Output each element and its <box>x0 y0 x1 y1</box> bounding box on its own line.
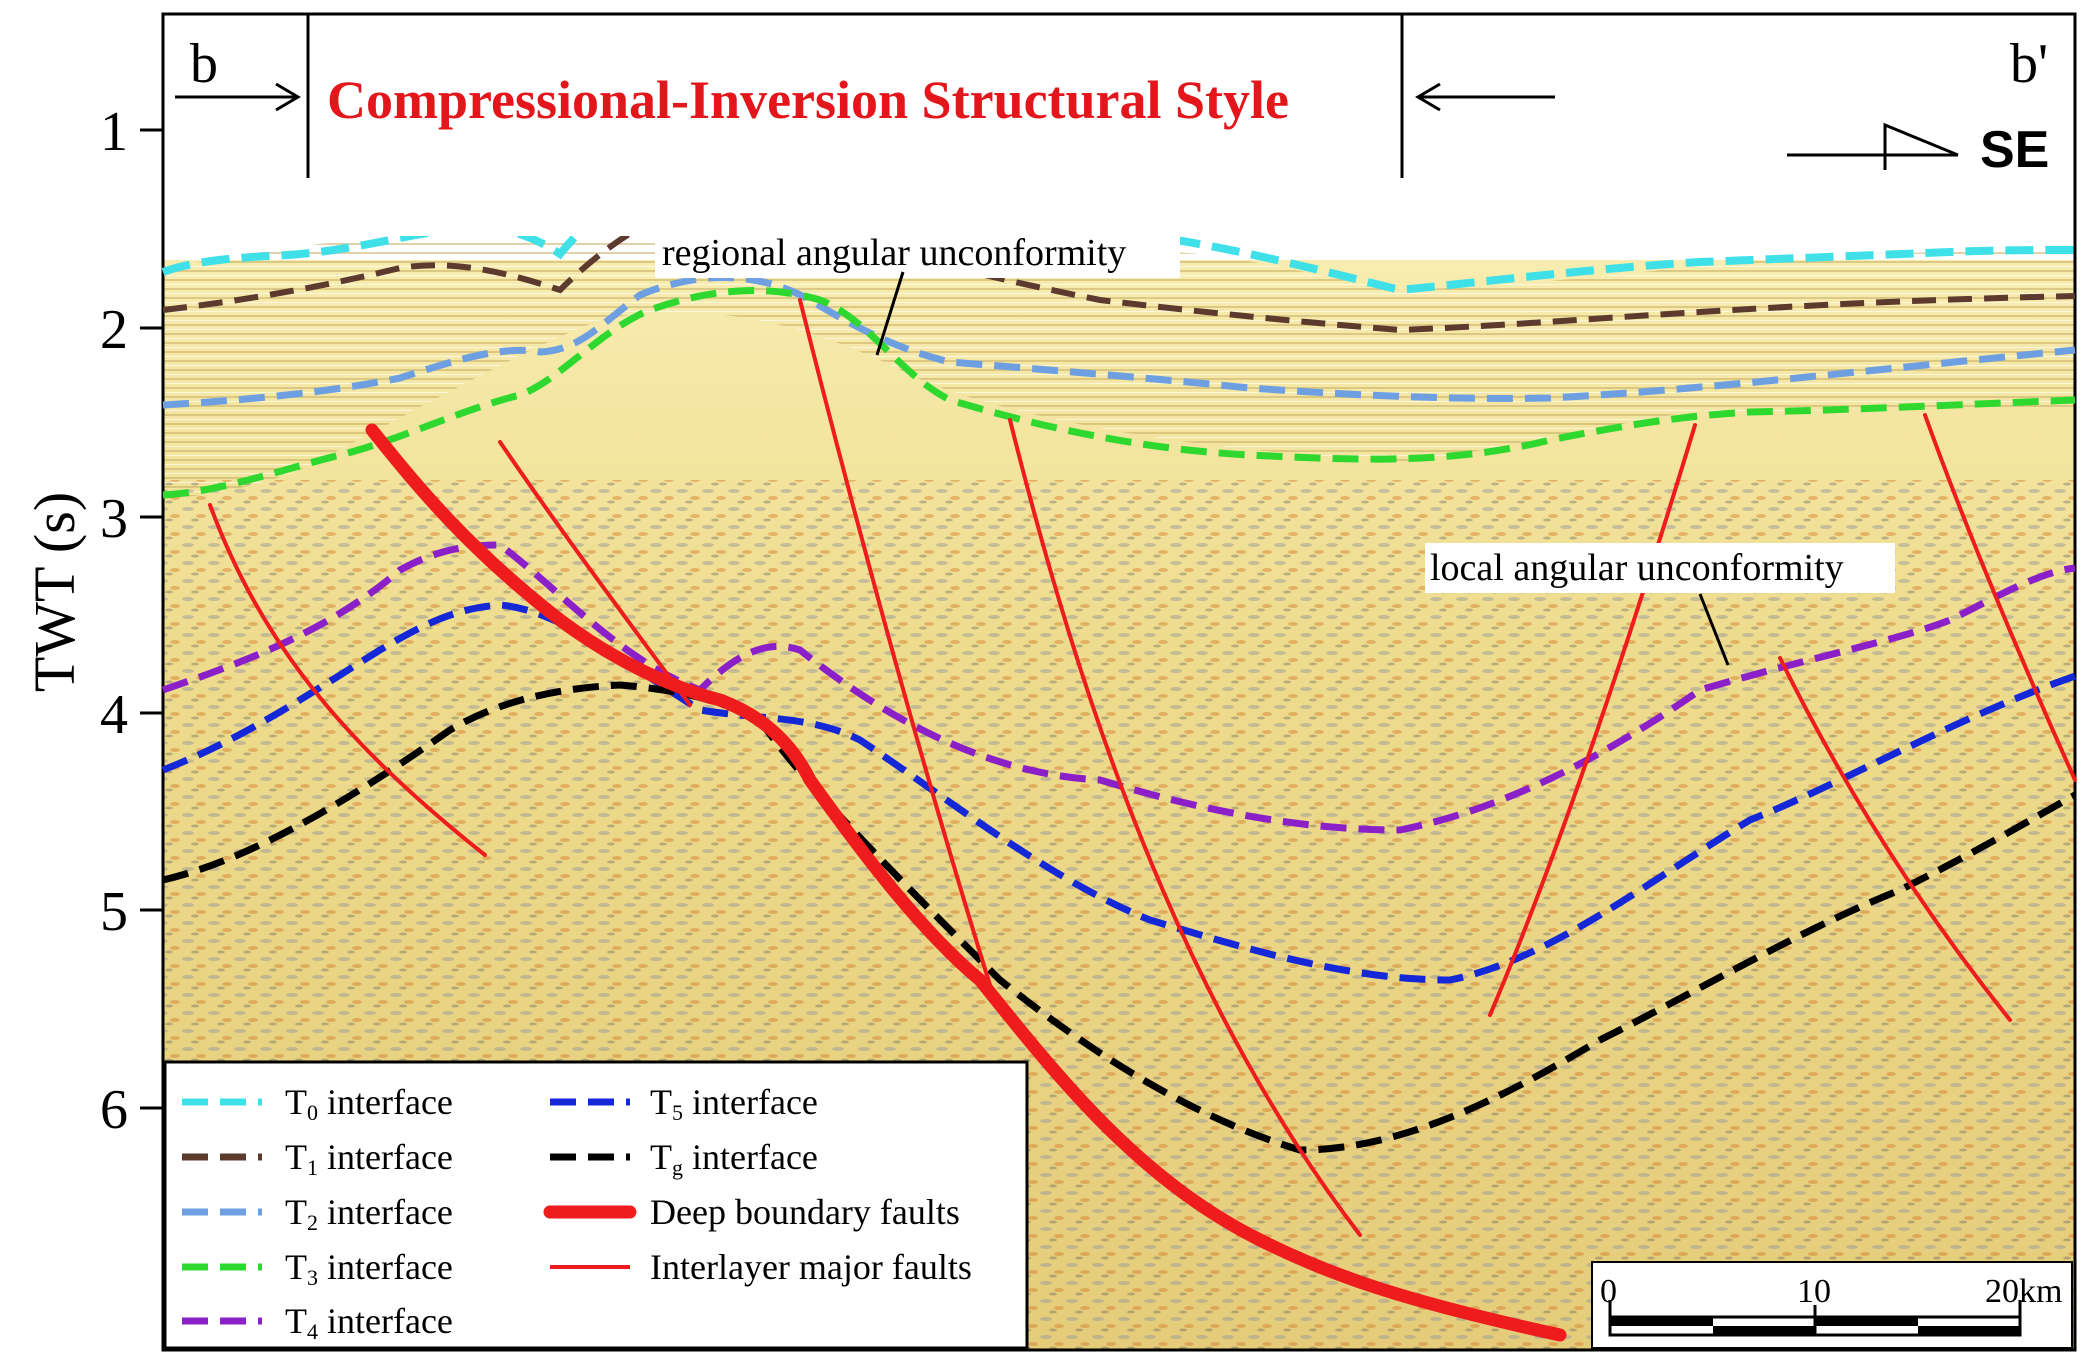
left-arrow-icon <box>1415 82 1555 112</box>
horizon-t5 <box>161 601 2077 984</box>
local-leader-line <box>1698 593 1730 666</box>
legend-label: T3 interface <box>285 1247 453 1290</box>
local-unconformity-label: local angular unconformity <box>1430 547 1844 589</box>
horizon-tg <box>162 681 2077 1154</box>
deep-boundary-fault <box>365 423 1567 1342</box>
y-axis-ticks <box>140 128 163 1110</box>
legend-label: Interlayer major faults <box>650 1247 972 1287</box>
legend-item: Deep boundary faults <box>543 1192 960 1232</box>
legend-item: T4 interface <box>182 1301 453 1344</box>
left-end-label: b <box>190 33 218 95</box>
header: b b' Compressional-Inversion Structural … <box>165 14 2073 236</box>
legend-label: T1 interface <box>285 1137 453 1180</box>
y-axis: TWT (s) 1 2 3 4 5 6 <box>22 101 163 1141</box>
legend-item: T0 interface <box>182 1082 453 1125</box>
legend-label: T5 interface <box>650 1082 818 1125</box>
interlayer-fault <box>208 503 487 857</box>
faults <box>208 298 2077 1342</box>
y-axis-label: TWT (s) <box>22 492 87 692</box>
legend-item: T1 interface <box>182 1137 453 1180</box>
y-tick-label: 4 <box>100 684 128 746</box>
interlayer-fault <box>798 298 992 987</box>
legend-label: T4 interface <box>285 1301 453 1344</box>
horizon-t2 <box>162 274 2076 409</box>
annotations: regional angular unconformity local angu… <box>655 228 1895 666</box>
scale-label: 0 <box>1600 1273 1617 1310</box>
legend-label: T2 interface <box>285 1192 453 1235</box>
interlayer-fault <box>1778 656 2012 1022</box>
regional-unconformity-label: regional angular unconformity <box>662 232 1126 274</box>
y-tick-label: 1 <box>100 101 128 163</box>
legend-label: T0 interface <box>285 1082 453 1125</box>
interlayer-fault <box>498 440 692 707</box>
legend: T0 interface T1 interface T2 interface T3 i… <box>163 1060 1029 1350</box>
legend-item: Tg interface <box>550 1137 818 1180</box>
right-end-label: b' <box>2010 33 2048 95</box>
legend-item: T3 interface <box>182 1247 453 1290</box>
legend-item: T2 interface <box>182 1192 453 1235</box>
scale-bar: 0 10 20km <box>1591 1261 2073 1349</box>
interlayer-fault <box>1488 423 1697 1017</box>
scale-label: 10 <box>1797 1273 1831 1310</box>
right-arrow-icon <box>175 82 301 112</box>
legend-label: Tg interface <box>650 1137 818 1180</box>
legend-item: T5 interface <box>550 1082 818 1125</box>
y-tick-label: 5 <box>100 881 128 943</box>
interlayer-fault <box>1923 413 2077 782</box>
figure-title: Compressional-Inversion Structural Style <box>327 70 1289 130</box>
legend-label: Deep boundary faults <box>650 1192 960 1232</box>
regional-leader-line <box>875 271 905 356</box>
legend-item: Interlayer major faults <box>550 1247 972 1287</box>
y-tick-label: 6 <box>100 1079 128 1141</box>
scale-label: 20km <box>1985 1273 2062 1310</box>
direction-label: SE <box>1980 121 2049 179</box>
y-tick-label: 3 <box>100 488 128 550</box>
y-tick-label: 2 <box>100 299 128 361</box>
direction-flag-icon <box>1787 122 1959 170</box>
interlayer-fault <box>1008 418 1362 1237</box>
horizon-t3 <box>162 287 2076 499</box>
horizon-t4 <box>161 541 2076 834</box>
